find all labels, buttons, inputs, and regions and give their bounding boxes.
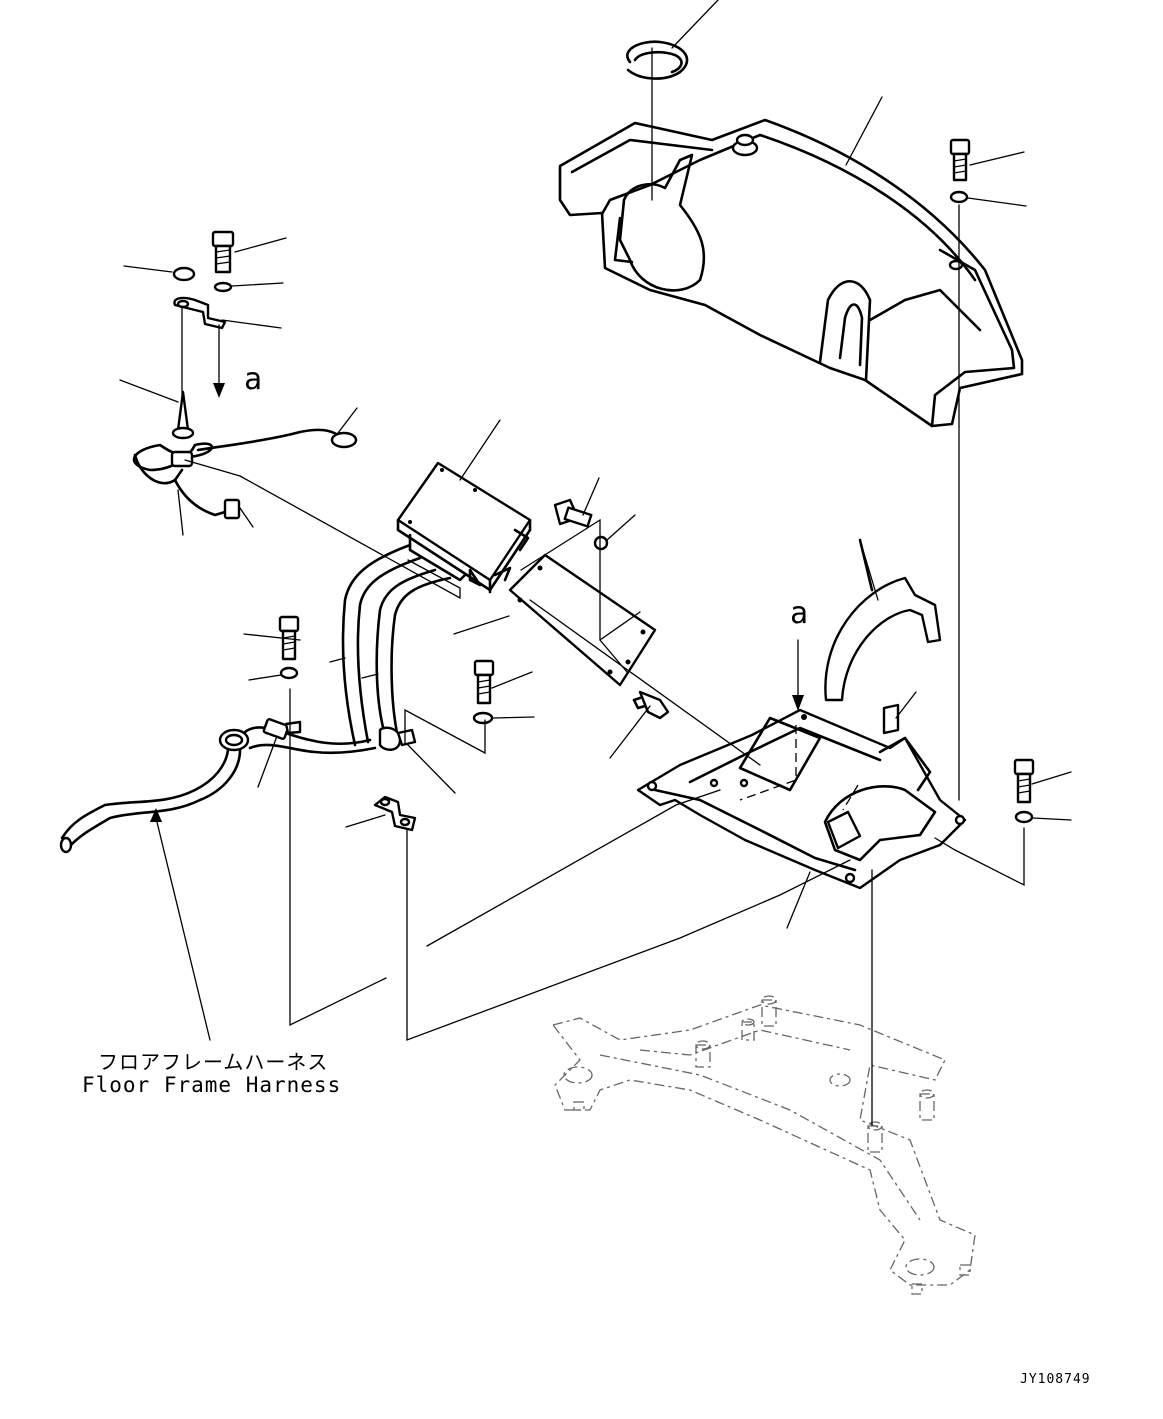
- leader-lines: [119, 0, 1072, 1126]
- bolt-left-top: [211, 230, 235, 274]
- base-tray: [636, 708, 967, 890]
- antenna: [132, 390, 358, 520]
- lock-washer-left-top: [213, 281, 233, 293]
- floor-frame-phantom: [551, 995, 976, 1295]
- washer-right-top: [949, 190, 969, 204]
- snap-ring: [626, 40, 689, 80]
- harness-label-english: Floor Frame Harness: [82, 1073, 342, 1097]
- view-a-label-top: a: [244, 362, 263, 397]
- bolt-controller: [553, 498, 593, 528]
- mounting-plate: [508, 553, 657, 687]
- drawing-number: JY108749: [1020, 1372, 1091, 1387]
- harness-clamp: [373, 795, 417, 832]
- bolt-center: [473, 659, 495, 705]
- washer-left-top: [172, 266, 196, 282]
- washer-left-mid: [279, 666, 299, 680]
- bolt-right-top: [949, 138, 971, 182]
- view-a-label-bottom: a: [790, 596, 809, 631]
- washer-right-bottom: [1014, 810, 1034, 824]
- support-bracket: [824, 538, 942, 702]
- push-clip: [632, 690, 670, 720]
- bolt-left-mid: [278, 615, 300, 661]
- view-a-arrow-top: [213, 383, 225, 398]
- floor-frame-harness: [59, 543, 452, 854]
- console-cover: [558, 118, 1024, 428]
- harness-arrow-head: [150, 808, 162, 822]
- view-a-arrow-bottom: [792, 695, 804, 711]
- washer-center: [472, 711, 494, 725]
- washer-controller: [593, 535, 609, 551]
- bolt-right-bottom: [1013, 758, 1035, 804]
- controller-unit: [396, 461, 532, 594]
- spacer: [882, 703, 900, 735]
- harness-label-japanese: フロアフレームハーネス: [98, 1050, 329, 1074]
